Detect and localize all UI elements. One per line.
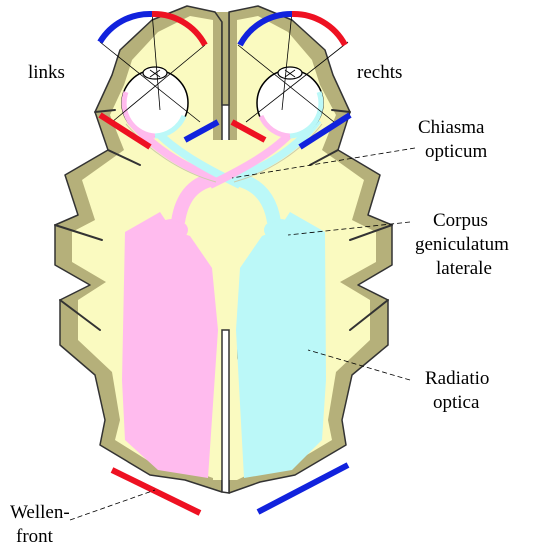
label-corpus-line2: geniculatum: [415, 234, 509, 255]
label-radiatio-line2: optica: [433, 392, 480, 413]
label-chiasma-line2: opticum: [425, 141, 487, 162]
label-radiatio-line1: Radiatio: [425, 368, 489, 389]
label-corpus-line1: Corpus: [433, 210, 488, 231]
label-right-eye: rechts: [357, 62, 402, 83]
label-wellen-line2: front: [16, 526, 54, 547]
label-left-eye: links: [28, 62, 65, 83]
label-wellen-line1: Wellen-: [10, 502, 70, 523]
longitudinal-fissure-back: [222, 330, 229, 493]
label-chiasma-line1: Chiasma: [418, 117, 485, 138]
label-corpus-line3: laterale: [436, 258, 492, 279]
